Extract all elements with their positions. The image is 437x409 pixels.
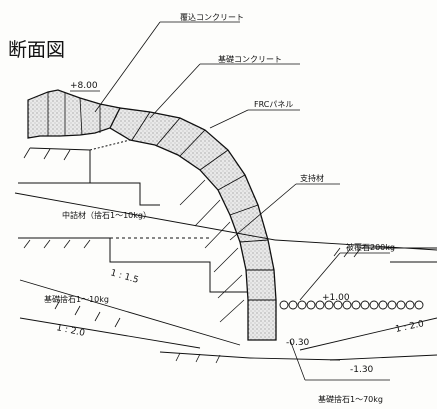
panel-joint-lines — [131, 111, 276, 301]
stepped-fill-outline — [18, 139, 248, 293]
label-core-fill: 中詰材（捨石1～10kg） — [62, 210, 151, 220]
frc-panel-arch — [109, 107, 277, 341]
level-toe: -0.30 — [286, 338, 310, 348]
support-members — [179, 179, 245, 323]
callout-base-concrete: 基礎コンクリート — [218, 54, 282, 64]
level-mid: +1.00 — [322, 293, 350, 303]
cap-segment-lines — [47, 92, 101, 136]
slope-lines — [14, 192, 437, 361]
callout-cover-stone: 被覆石200kg — [346, 242, 395, 252]
slope-ratio-c: 1 : 2.0 — [395, 319, 426, 335]
cover-stones — [279, 300, 424, 310]
level-seabed: -1.30 — [350, 365, 374, 375]
callout-support: 支持材 — [300, 173, 324, 183]
slope-ratio-b: 1 : 2.0 — [55, 323, 86, 339]
slope-hatching — [23, 147, 361, 364]
slope-ratio-a: 1 : 1.5 — [109, 268, 139, 286]
callout-frc-panel: FRCパネル — [254, 100, 293, 109]
level-top: +8.00 — [70, 81, 98, 91]
label-bottom-stones: 基礎捨石1～70kg — [318, 394, 383, 404]
callout-leaders — [94, 21, 390, 381]
label-foundation: 基礎捨石1～10kg — [44, 294, 109, 304]
callout-top-concrete: 覆込コンクリート — [180, 13, 244, 22]
diagram-title: 断面図 — [8, 39, 65, 61]
